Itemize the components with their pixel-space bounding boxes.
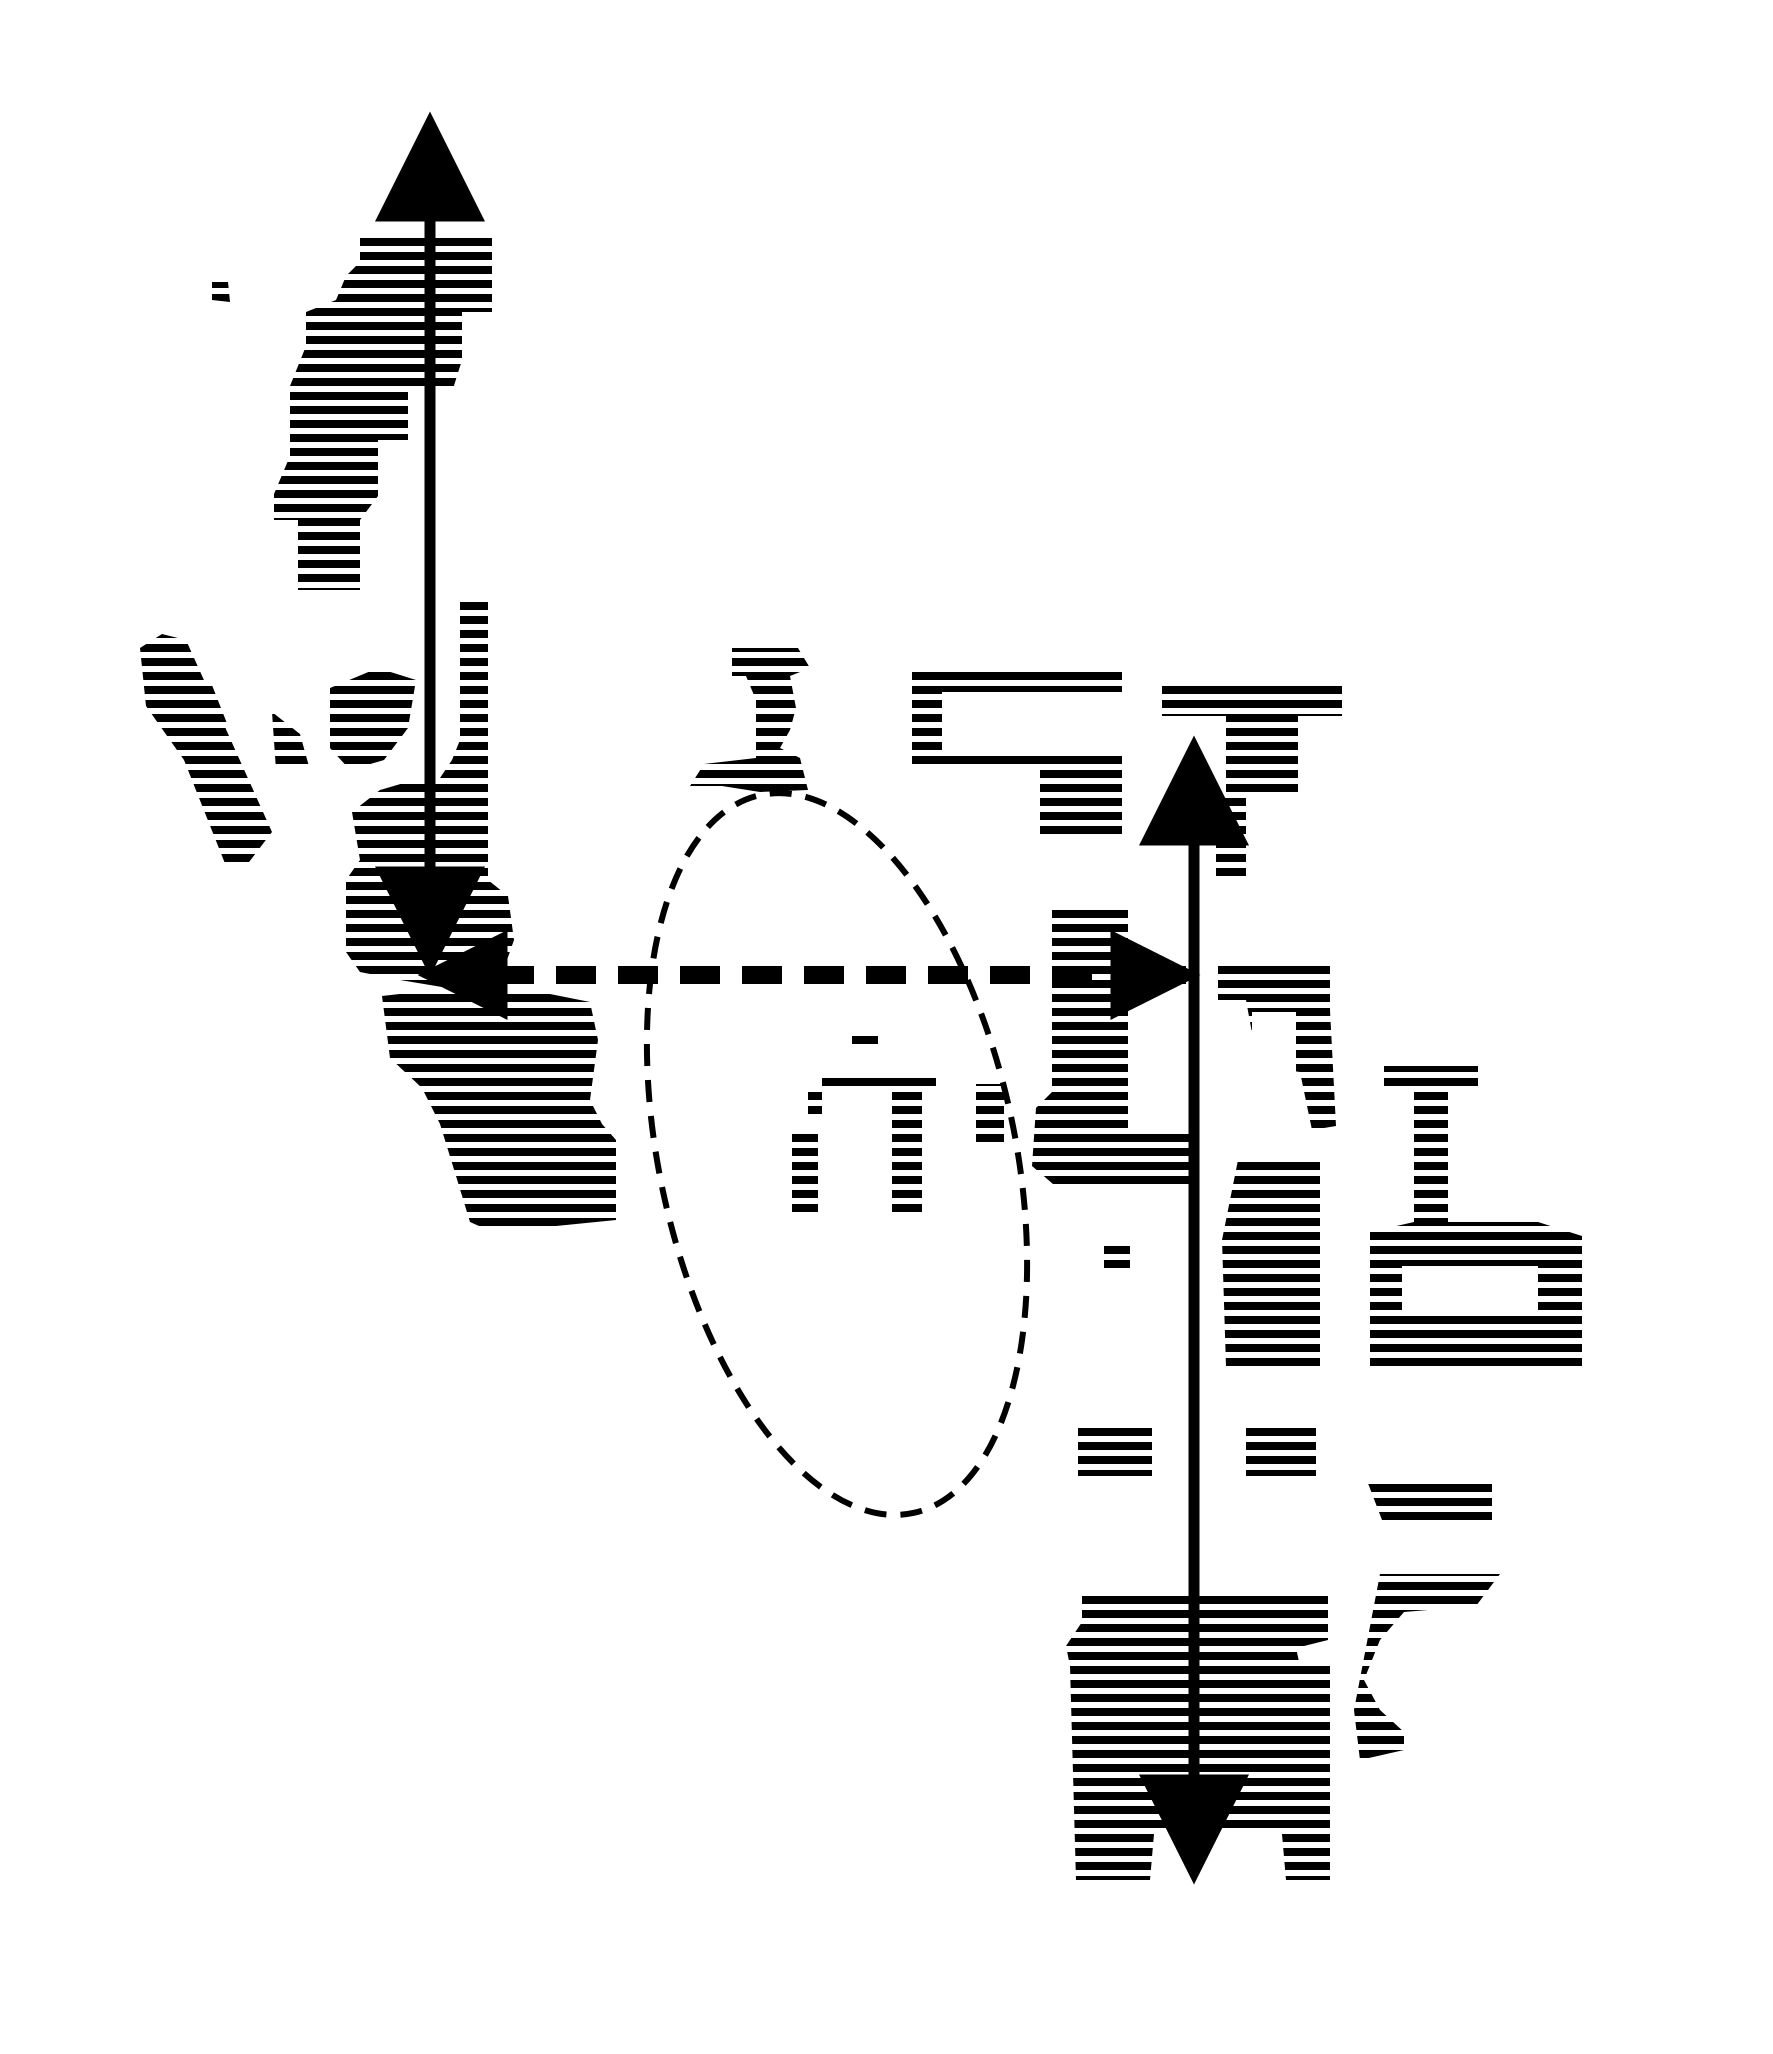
dashed-ellipse <box>643 790 1031 1518</box>
